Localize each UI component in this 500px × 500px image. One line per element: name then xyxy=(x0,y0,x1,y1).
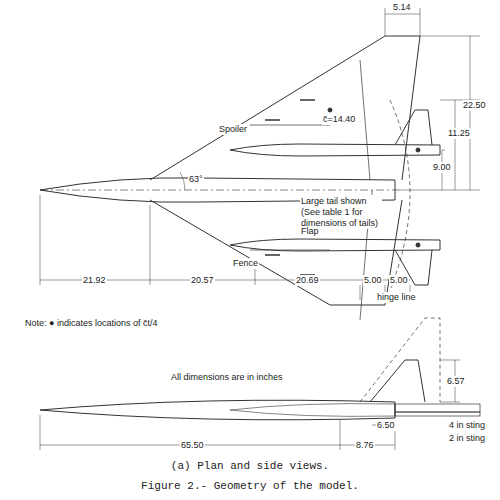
subcaption: (a) Plan and side views. xyxy=(171,460,329,472)
dimension: 5.00 xyxy=(389,275,409,286)
chord-label: c̄=14.40 xyxy=(322,114,356,125)
dimension: 9.00 xyxy=(432,162,452,173)
dimension: 22.50 xyxy=(462,100,487,111)
note-text: Large tail shown (See table 1 for dimens… xyxy=(300,196,382,229)
dimension: 65.50 xyxy=(180,440,205,451)
note-text: hinge line xyxy=(376,292,417,303)
part-name: 2 in sting xyxy=(448,433,486,444)
note-text: Note: ● indicates locations of c̄t/4 xyxy=(24,318,159,329)
dimension: 21.92 xyxy=(82,275,107,286)
part-name: 4 in sting xyxy=(448,420,486,431)
figure-caption: Figure 2.- Geometry of the model. xyxy=(141,480,359,492)
dimension: 20.69 xyxy=(295,275,320,286)
dimension: 6.50 xyxy=(376,420,396,431)
dimension: 20.57 xyxy=(190,275,215,286)
dimension: 8.76 xyxy=(355,440,375,451)
dimension: 11.25 xyxy=(447,128,471,139)
part-name: Flap xyxy=(300,226,320,237)
part-name: Spoiler xyxy=(218,124,248,135)
dimension: 5.14 xyxy=(392,2,412,13)
dimension: 6.57 xyxy=(446,376,466,387)
dimension: 5.00 xyxy=(363,275,383,286)
part-name: Fence xyxy=(232,258,259,269)
angle-label: 63° xyxy=(188,174,204,185)
note-text: All dimensions are in inches xyxy=(170,372,284,383)
